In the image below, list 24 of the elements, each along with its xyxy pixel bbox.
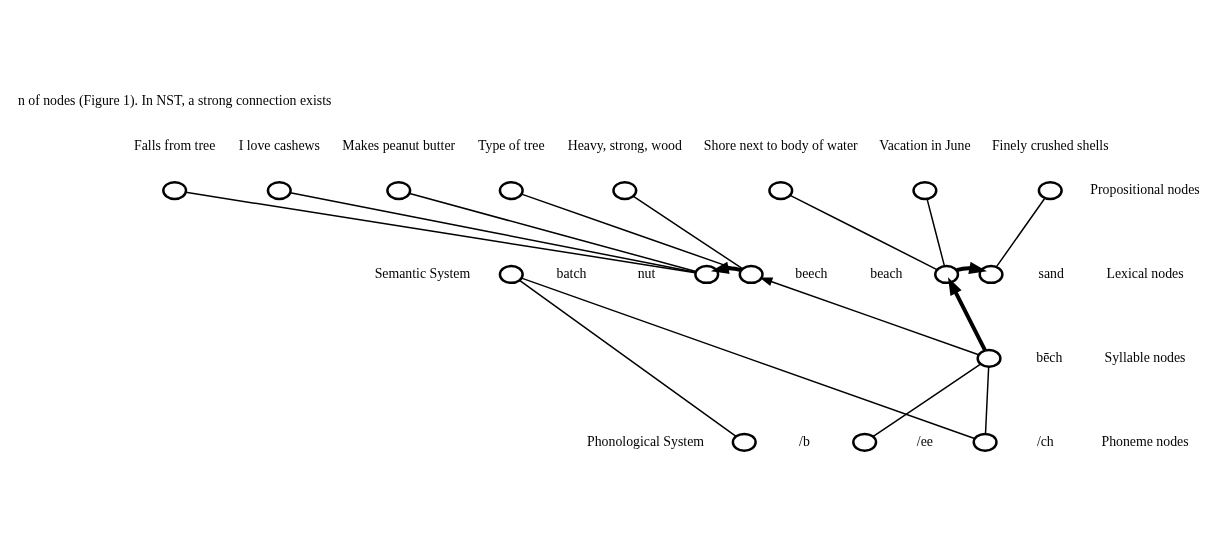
label: Propositional nodes [1090, 181, 1200, 197]
node-label: beach [870, 265, 903, 281]
node-label: /ee [916, 433, 933, 449]
node-label: batch [556, 265, 587, 281]
label: Phoneme nodes [1101, 433, 1189, 449]
node-label: Type of tree [478, 137, 545, 153]
node-label: /ch [1036, 433, 1054, 449]
node-label: Vacation in June [879, 137, 971, 153]
label: Syllable nodes [1104, 349, 1186, 365]
node-label: Shore next to body of water [703, 137, 858, 153]
label: Lexical nodes [1106, 265, 1184, 281]
node-label: nut [637, 265, 656, 281]
label: Phonological System [587, 433, 705, 449]
node-label: Falls from tree [134, 137, 216, 153]
label: n of nodes (Figure 1). In NST, a strong connection exists [17, 92, 332, 108]
node-label: Finely crushed shells [991, 137, 1109, 153]
node-label: sand [1038, 265, 1064, 281]
node-label: bēch [1036, 349, 1063, 365]
node-label: I love cashews [238, 137, 320, 153]
node-label: beech [795, 265, 828, 281]
node-label: /b [799, 433, 810, 449]
node-label: Heavy, strong, wood [567, 137, 682, 153]
label: Semantic System [374, 265, 471, 281]
node-label: Makes peanut butter [342, 137, 456, 153]
